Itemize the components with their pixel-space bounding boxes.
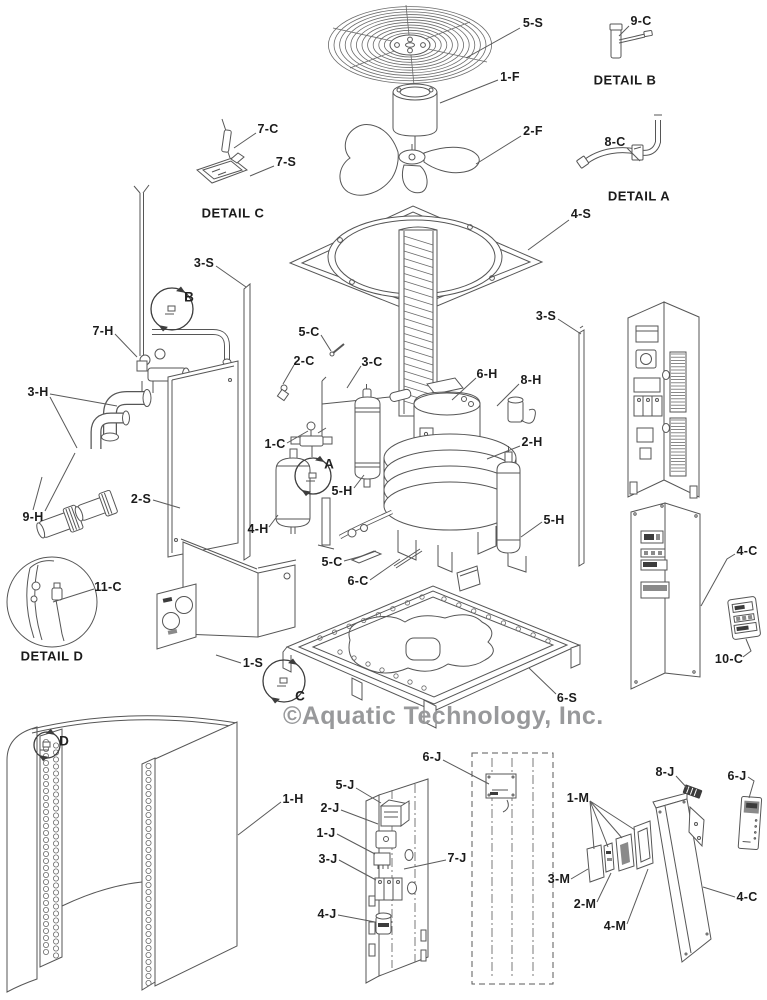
part-label-2-C: 2-C	[293, 354, 315, 368]
watermark: ©Aquatic Technology, Inc.	[283, 702, 604, 730]
part-label-7-J: 7-J	[447, 851, 467, 865]
part-label-1-C: 1-C	[264, 437, 286, 451]
part-label-1-H: 1-H	[282, 792, 304, 806]
part-label-6-H: 6-H	[476, 367, 498, 381]
part-label-4-J: 4-J	[317, 907, 337, 921]
part-label-8-C: 8-C	[604, 135, 626, 149]
detail-d-view-drawing	[6, 556, 98, 648]
part-label-5-C-bottom: 5-C	[321, 555, 343, 569]
part-label-7-S: 7-S	[275, 155, 297, 169]
part-label-5-C-top: 5-C	[298, 325, 320, 339]
louver-column-drawing	[398, 226, 438, 417]
part-label-7-H: 7-H	[92, 324, 114, 338]
part-label-11-C: 11-C	[94, 580, 122, 594]
part-label-2-J: 2-J	[320, 801, 340, 815]
fan-motor-drawing	[392, 83, 438, 150]
side-strip-left-drawing	[243, 282, 251, 561]
mounting-plates-drawing	[586, 820, 654, 883]
fan-grille-drawing	[327, 4, 492, 86]
part-label-4-C-bottom: 4-C	[736, 890, 758, 904]
part-label-2-F: 2-F	[523, 124, 543, 138]
part-label-3-C: 3-C	[361, 355, 383, 369]
heat-exchanger-drawing	[317, 433, 517, 573]
part-label-2-H: 2-H	[521, 435, 543, 449]
mid-bracket-drawing	[456, 565, 481, 592]
evaporator-drawing	[6, 715, 238, 993]
part-label-8-J: 8-J	[655, 765, 675, 779]
part-label-5-H-right: 5-H	[543, 513, 565, 527]
part-label-1-S: 1-S	[242, 656, 264, 670]
part-label-5-H-left: 5-H	[331, 484, 353, 498]
pressure-switch-drawing	[507, 396, 536, 424]
callout-letter-D: D	[59, 733, 69, 749]
base-pan-drawing	[282, 585, 581, 729]
detail-b-caption: DETAIL B	[593, 72, 657, 88]
part-label-4-M: 4-M	[603, 919, 627, 933]
part-label-3-S-left: 3-S	[193, 256, 215, 270]
corner-panel-4c-drawing	[652, 792, 712, 963]
display-panel-6j-drawing	[737, 795, 763, 850]
part-label-9-C: 9-C	[630, 14, 652, 28]
filter-drier-right-drawing	[496, 446, 527, 573]
part-label-8-H: 8-H	[520, 373, 542, 387]
part-label-6-C: 6-C	[347, 574, 369, 588]
filter-drier-left-drawing	[354, 384, 381, 488]
control-panel-drawing	[630, 502, 701, 690]
part-label-7-C: 7-C	[257, 122, 279, 136]
callout-letter-A: A	[324, 456, 334, 472]
part-label-6-J-right: 6-J	[727, 769, 747, 783]
part-label-9-H: 9-H	[22, 510, 44, 524]
detail-a-caption: DETAIL A	[607, 188, 671, 204]
accumulator-drawing	[275, 448, 311, 534]
keypad-drawing	[727, 596, 761, 640]
part-label-1-J: 1-J	[316, 826, 336, 840]
part-label-3-J: 3-J	[318, 852, 338, 866]
detail-c-caption: DETAIL C	[201, 205, 265, 221]
part-label-1-M: 1-M	[566, 791, 590, 805]
side-panel-drawing	[167, 360, 239, 558]
dashed-panel-drawing	[471, 752, 554, 985]
part-label-3-M: 3-M	[547, 872, 571, 886]
corner-panel-1s-drawing	[156, 538, 297, 650]
pipe-unions-drawing	[36, 489, 118, 539]
part-label-6-S: 6-S	[556, 691, 578, 705]
part-label-4-S: 4-S	[570, 207, 592, 221]
part-label-1-F: 1-F	[500, 70, 520, 84]
part-label-5-S: 5-S	[522, 16, 544, 30]
part-label-4-C-right: 4-C	[736, 544, 758, 558]
side-strip-right-drawing	[578, 325, 585, 567]
detail-b-part-drawing	[609, 23, 653, 59]
callout-letter-B: B	[184, 289, 194, 305]
part-label-6-J-mid: 6-J	[422, 750, 442, 764]
callout-letter-C: C	[295, 688, 305, 704]
junction-panel-drawing	[365, 778, 429, 984]
part-label-3-H: 3-H	[27, 385, 49, 399]
part-label-3-S-right: 3-S	[535, 309, 557, 323]
part-label-4-H: 4-H	[247, 522, 269, 536]
part-label-2-M: 2-M	[573, 897, 597, 911]
electrical-panel-drawing	[627, 301, 700, 499]
detail-c-parts-drawing	[196, 118, 249, 184]
part-label-10-C: 10-C	[714, 652, 744, 666]
part-label-2-S: 2-S	[130, 492, 152, 506]
fan-blade-drawing	[339, 124, 480, 196]
pipe-elbows-drawing	[90, 389, 152, 449]
detail-d-caption: DETAIL D	[20, 648, 84, 664]
part-label-5-J: 5-J	[335, 778, 355, 792]
